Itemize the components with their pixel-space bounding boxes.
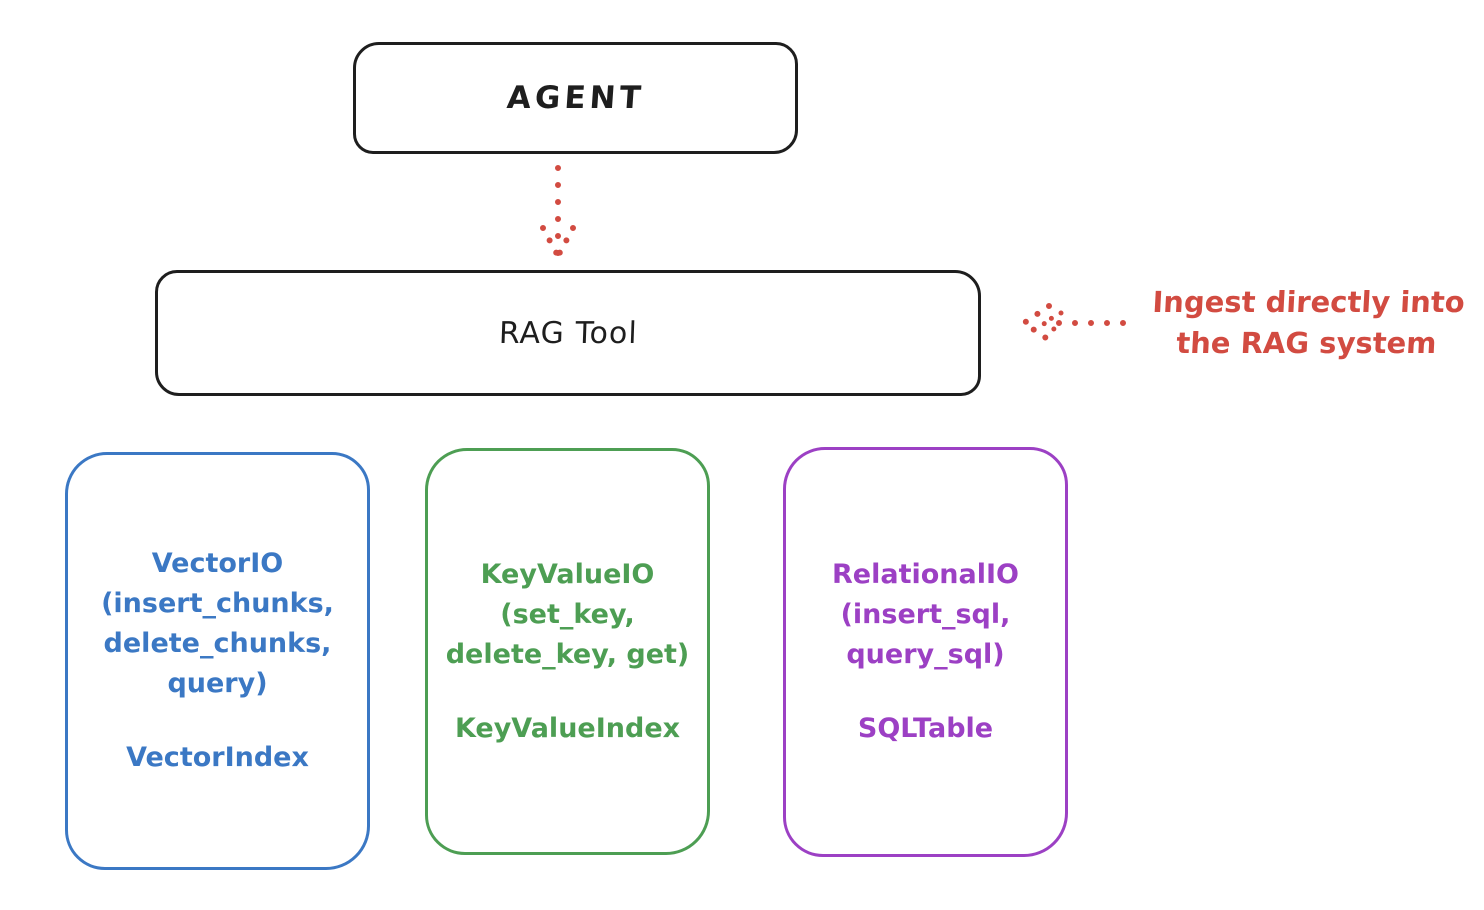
keyvalue-io-line: KeyValueIO <box>480 558 655 590</box>
ingest-annotation-line1: Ingest directly into <box>1151 285 1466 319</box>
keyvalue-io-signature: KeyValueIO (set_key, delete_key, get) <box>446 555 690 675</box>
vector-io-line: delete_chunks, <box>103 628 332 659</box>
vector-io-line: VectorIO <box>151 548 284 579</box>
keyvalue-io-line: (set_key, <box>500 598 635 630</box>
vector-io-class-name: VectorIndex <box>126 742 309 773</box>
vector-io-signature: VectorIO (insert_chunks, delete_chunks, … <box>101 544 334 704</box>
dotted-arrow-down-icon <box>540 165 576 259</box>
dotted-arrow-left-icon <box>1018 303 1140 343</box>
vector-io-line: query) <box>167 668 268 699</box>
relational-io-line: RelationalIO <box>832 559 1019 590</box>
relational-io-box: RelationalIO (insert_sql, query_sql) SQL… <box>783 447 1068 857</box>
keyvalue-io-class-name: KeyValueIndex <box>454 712 681 744</box>
agent-node: AGENT <box>353 42 798 154</box>
ingest-annotation: Ingest directly into the RAG system <box>1133 282 1482 364</box>
rag-tool-node-label: RAG Tool <box>498 315 638 351</box>
vector-io-line: (insert_chunks, <box>101 588 334 619</box>
relational-io-class-name: SQLTable <box>857 713 994 744</box>
vector-io-box: VectorIO (insert_chunks, delete_chunks, … <box>65 452 370 870</box>
keyvalue-io-box: KeyValueIO (set_key, delete_key, get) Ke… <box>425 448 710 855</box>
agent-node-label: AGENT <box>505 80 646 116</box>
relational-io-line: (insert_sql, <box>840 599 1011 630</box>
ingest-annotation-line2: the RAG system <box>1175 326 1438 360</box>
keyvalue-io-line: delete_key, get) <box>445 638 690 670</box>
rag-tool-node: RAG Tool <box>155 270 981 396</box>
relational-io-line: query_sql) <box>846 639 1005 670</box>
relational-io-signature: RelationalIO (insert_sql, query_sql) <box>832 555 1019 675</box>
